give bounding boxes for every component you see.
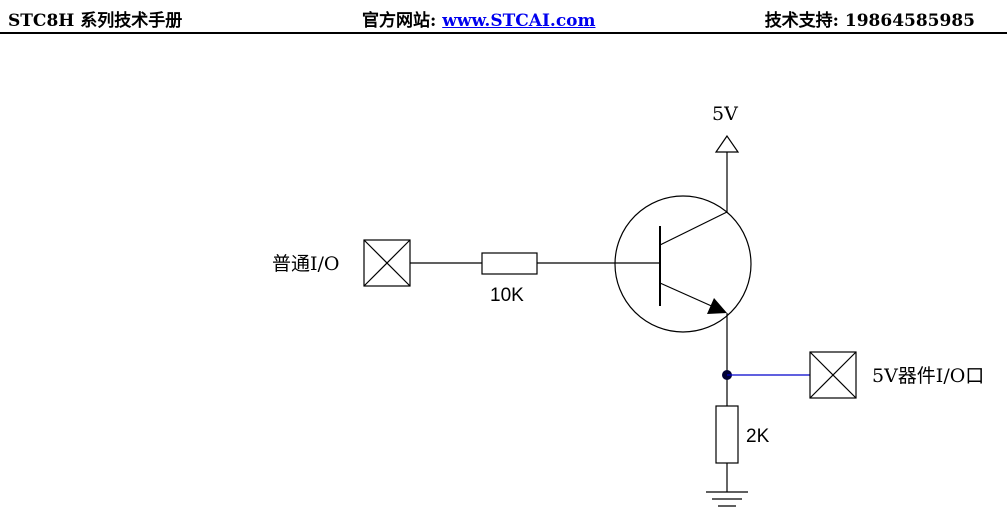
base-resistor — [481, 252, 538, 275]
input-port-icon — [363, 239, 411, 287]
input-label: 普通I/O — [272, 253, 339, 275]
manual-title: STC8H 系列技术手册 — [8, 11, 183, 31]
pulldown-resistor-label: 2K — [746, 426, 770, 447]
website-info: 官方网站: www.STCAI.com — [362, 6, 596, 31]
supply-label: 5V — [712, 103, 738, 125]
transistor-level-shifter-diagram: 5V 普通I/O 10K 5V器件I/O口 2K — [272, 103, 984, 507]
ground-icon — [706, 491, 748, 507]
website-link[interactable]: www.STCAI.com — [442, 11, 596, 31]
transistor-emitter-leg — [659, 282, 717, 309]
transistor-collector-leg — [659, 211, 728, 246]
transistor-body — [614, 195, 752, 333]
support-info: 技术支持: 19864585985 — [764, 11, 975, 31]
emitter-arrow-icon — [707, 298, 727, 314]
pulldown-resistor — [715, 405, 739, 464]
supply-arrow-icon — [714, 134, 740, 153]
base-resistor-label: 10K — [490, 285, 524, 306]
website-label: 官方网站: — [362, 11, 443, 31]
output-label: 5V器件I/O口 — [872, 365, 984, 387]
output-port-icon — [809, 351, 857, 399]
page-header: STC8H 系列技术手册 官方网站: www.STCAI.com 技术支持: 1… — [0, 0, 1007, 34]
